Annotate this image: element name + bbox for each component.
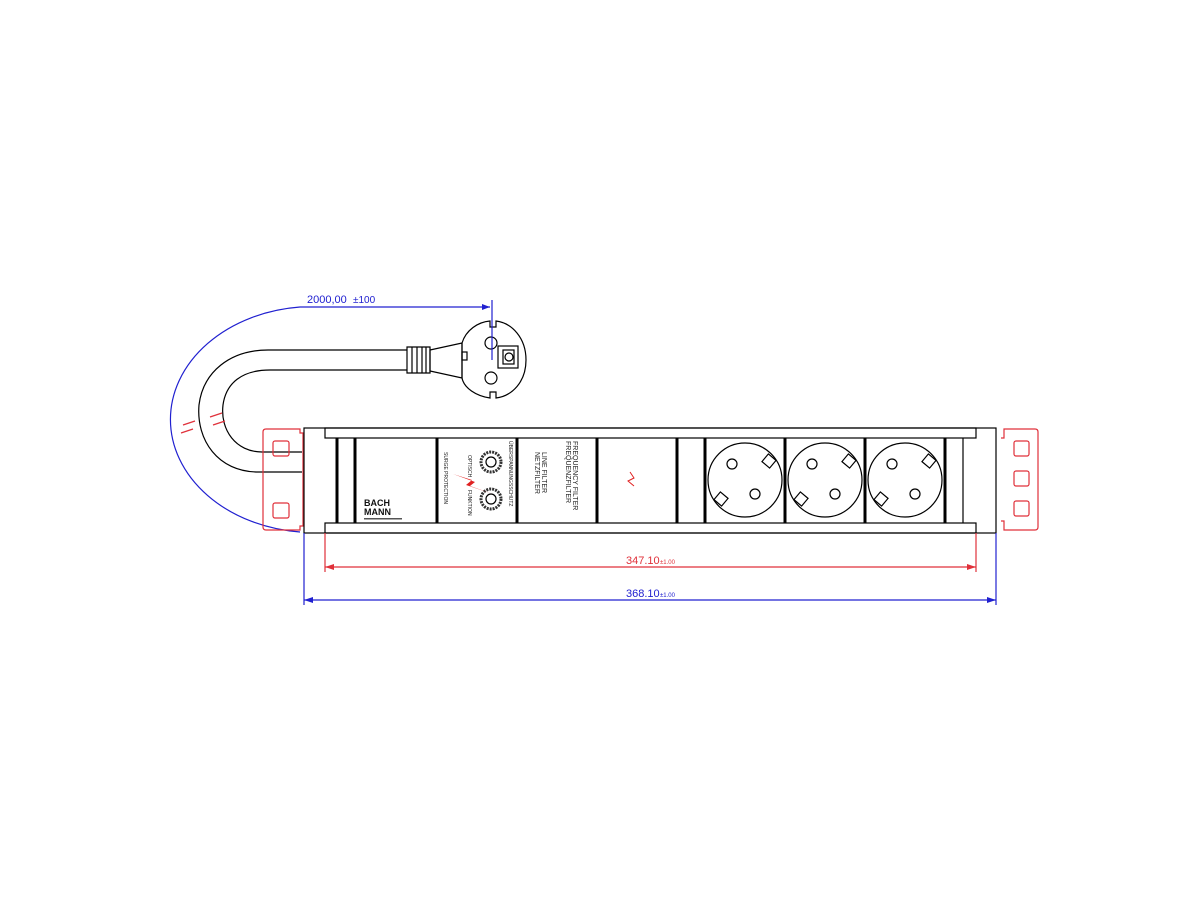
function-label: FUNKTION (466, 490, 472, 516)
overall-length-tolerance: ±1.00 (660, 593, 676, 599)
bachmann-logo: BACH MANN (364, 498, 402, 520)
cable-length-label: 2000,00 (307, 294, 347, 306)
surge-en-label: SURGE PROTECTION (442, 452, 448, 504)
line-filter-module: NETZFILTER LINE FILTER FREQUENZFILTER FR… (533, 441, 578, 510)
svg-text:FREQUENZFILTER: FREQUENZFILTER (564, 441, 571, 503)
cable (180, 349, 407, 473)
overall-length-label: 368.10 (626, 588, 660, 600)
schuko-plug (406, 320, 527, 399)
right-mounting-bracket (1001, 428, 1039, 531)
inner-length-label: 347.10 (626, 555, 660, 567)
svg-text:MANN: MANN (364, 507, 391, 517)
svg-text:BACH: BACH (364, 498, 390, 508)
strip-body (303, 427, 997, 534)
surge-de-label: ÜBERSPANNUNGSSCHUTZ (507, 441, 514, 506)
svg-text:LINE FILTER: LINE FILTER (540, 452, 547, 493)
inner-length-tolerance: ±1.00 (660, 560, 676, 566)
surge-protection-module: SURGE PROTECTION OPTISCH FUNKTION ÜBERSP… (442, 441, 514, 516)
cable-length-tolerance: ±100 (353, 295, 376, 306)
left-mounting-bracket (262, 428, 304, 531)
socket-2 (787, 442, 863, 518)
socket-1 (707, 442, 783, 518)
inner-length-dimension: 347.10 ±1.00 (324, 533, 977, 572)
sockets (707, 442, 943, 518)
overall-length-dimension: 368.10 ±1.00 (303, 533, 997, 605)
svg-text:NETZFILTER: NETZFILTER (533, 452, 540, 494)
svg-text:FREQUENCY FILTER: FREQUENCY FILTER (571, 441, 578, 510)
optical-label: OPTISCH (466, 455, 472, 478)
switch-module (627, 471, 635, 487)
socket-3 (867, 442, 943, 518)
cable-length-dimension: 2000,00 ±100 (169, 294, 493, 533)
